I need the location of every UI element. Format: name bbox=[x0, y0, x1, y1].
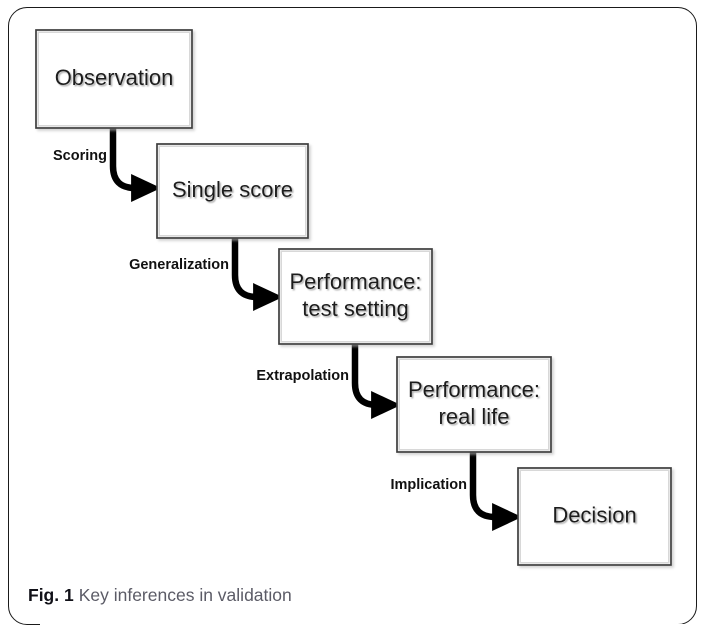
node-performance-real-life-background bbox=[396, 356, 552, 453]
node-performance-real-life-label-line-2: real life bbox=[439, 404, 510, 429]
edge-generalization bbox=[231, 238, 284, 311]
edge-label-generalization: Generalization bbox=[129, 257, 229, 273]
frame-mask-bottom bbox=[40, 624, 705, 636]
figure-caption-text: Key inferences in validation bbox=[78, 585, 292, 605]
node-single-score[interactable]: Single score bbox=[156, 143, 309, 239]
node-performance-real-life[interactable]: Performance:real life bbox=[396, 356, 552, 453]
node-single-score-label-line-1: Single score bbox=[172, 177, 293, 202]
node-observation-label-line-1: Observation bbox=[55, 65, 174, 90]
node-decision-label-line-1: Decision bbox=[552, 502, 636, 527]
node-observation[interactable]: Observation bbox=[35, 29, 193, 129]
node-decision-inner-highlight bbox=[519, 469, 670, 564]
node-performance-test-setting[interactable]: Performance:test setting bbox=[278, 248, 433, 345]
edge-label-scoring: Scoring bbox=[53, 148, 107, 164]
edge-labels-layer: ScoringGeneralizationExtrapolationImplic… bbox=[53, 148, 467, 493]
edge-label-implication: Implication bbox=[390, 477, 467, 493]
node-observation-background bbox=[35, 29, 193, 129]
node-performance-test-setting-label-line-2: test setting bbox=[302, 296, 408, 321]
edges-layer bbox=[109, 128, 523, 531]
frame-mask-top bbox=[40, 0, 700, 7]
node-performance-test-setting-inner-highlight bbox=[280, 250, 431, 343]
frame-mask-right bbox=[697, 30, 705, 626]
edge-extrapolation bbox=[351, 344, 402, 419]
node-single-score-background bbox=[156, 143, 309, 239]
figure-caption-number: Fig. 1 bbox=[28, 585, 74, 605]
node-performance-test-setting-label-line-1: Performance: bbox=[289, 269, 421, 294]
node-single-score-inner-highlight bbox=[158, 145, 307, 237]
edge-scoring bbox=[109, 128, 162, 202]
node-decision[interactable]: Decision bbox=[517, 467, 672, 566]
node-performance-real-life-inner-highlight bbox=[398, 358, 550, 451]
node-performance-test-setting-background bbox=[278, 248, 433, 345]
edge-label-extrapolation: Extrapolation bbox=[256, 368, 349, 384]
node-performance-real-life-label-line-1: Performance: bbox=[408, 377, 540, 402]
node-observation-inner-highlight bbox=[37, 31, 191, 127]
node-decision-background bbox=[517, 467, 672, 566]
edge-implication bbox=[469, 452, 523, 531]
